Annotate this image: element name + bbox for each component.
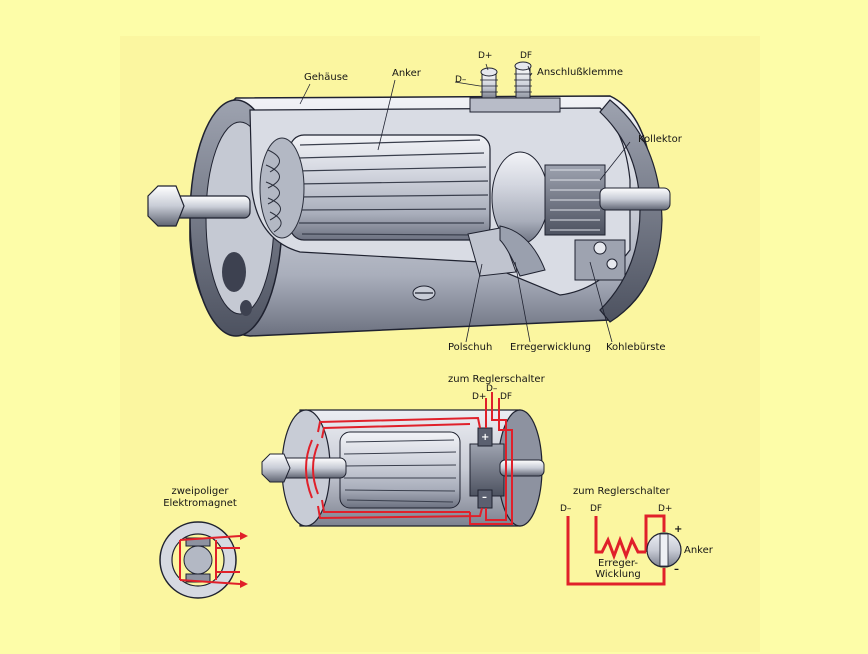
field-winding-wires bbox=[305, 392, 513, 525]
simplified-generator bbox=[261, 392, 545, 527]
label-middle-d-plus: D+ bbox=[472, 392, 487, 402]
armature bbox=[289, 134, 491, 241]
label-middle-d-minus: D– bbox=[486, 384, 498, 394]
circuit-diagram bbox=[566, 514, 682, 586]
label-zum-reglerschalter-middle: zum Reglerschalter bbox=[448, 374, 545, 385]
vent-opening bbox=[222, 252, 246, 292]
label-circuit-d-minus: D– bbox=[560, 504, 572, 514]
wire-df bbox=[594, 516, 646, 561]
wire-d-minus bbox=[566, 516, 666, 586]
label-wicklung: Wicklung bbox=[595, 569, 641, 580]
exciter-winding bbox=[499, 225, 546, 277]
top-leader-lines bbox=[299, 63, 631, 343]
label-zum-reglerschalter-circuit: zum Reglerschalter bbox=[573, 486, 670, 497]
label-circuit-df: DF bbox=[590, 504, 603, 514]
two-pole-electromagnet bbox=[159, 521, 248, 599]
label-circuit-minus: – bbox=[674, 564, 679, 575]
label-middle-minus: – bbox=[482, 492, 487, 503]
shaft-nut bbox=[147, 185, 185, 227]
label-kohlebuerste: Kohlebürste bbox=[606, 342, 666, 353]
label-middle-plus: + bbox=[481, 432, 490, 443]
label-polschuh: Polschuh bbox=[448, 342, 493, 353]
label-kollektor: Kollektor bbox=[638, 134, 682, 145]
label-erregerwicklung: Erregerwicklung bbox=[510, 342, 591, 353]
label-zweipoliger: zweipoliger bbox=[171, 486, 229, 497]
label-erreger: Erreger- bbox=[598, 558, 638, 569]
brush-holder bbox=[574, 239, 626, 281]
label-df: DF bbox=[520, 51, 533, 61]
label-gehaeuse: Gehäuse bbox=[304, 72, 349, 83]
winding-head-left bbox=[259, 137, 305, 239]
label-circuit-anker: Anker bbox=[684, 545, 713, 556]
wire-d-plus bbox=[644, 514, 666, 552]
generator-cutaway bbox=[147, 61, 671, 337]
label-elektromagnet: Elektromagnet bbox=[163, 498, 237, 509]
label-d-minus: D– bbox=[455, 75, 467, 85]
label-anschlussklemme: Anschlußklemme bbox=[537, 67, 623, 78]
label-d-plus: D+ bbox=[478, 51, 493, 61]
label-anker: Anker bbox=[392, 68, 421, 79]
terminal-d-plus bbox=[480, 67, 498, 103]
collector bbox=[491, 151, 606, 245]
simplified-armature bbox=[339, 431, 461, 509]
end-bell-right bbox=[599, 99, 663, 323]
label-circuit-plus: + bbox=[674, 524, 683, 535]
label-circuit-d-plus: D+ bbox=[658, 504, 673, 514]
label-middle-df: DF bbox=[500, 392, 513, 402]
